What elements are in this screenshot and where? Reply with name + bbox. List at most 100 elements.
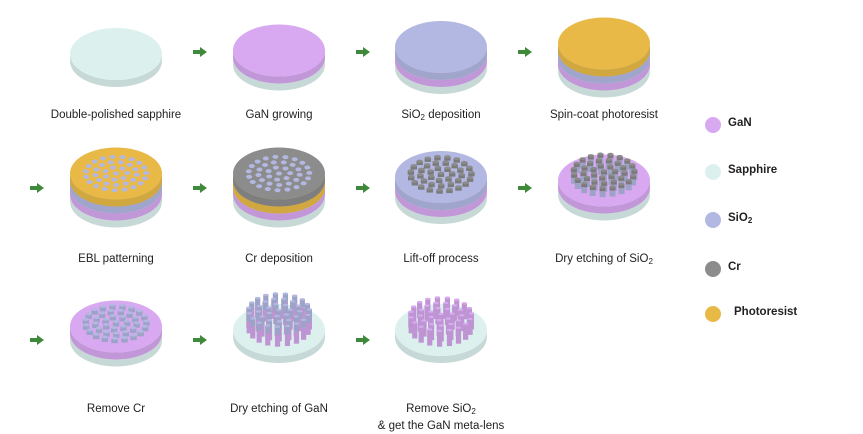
pillar-body	[272, 293, 279, 302]
pillar-cap	[259, 315, 265, 318]
pillar-body	[607, 165, 614, 170]
pillar-body	[265, 325, 271, 334]
pillar-body	[297, 311, 303, 320]
pillar-body	[427, 170, 434, 175]
pillar-body	[143, 320, 150, 326]
pillar-cap	[109, 303, 116, 307]
pillar-cap	[438, 324, 444, 327]
pillar-body	[591, 180, 598, 185]
pillar-cap	[281, 297, 287, 301]
pillar-cap	[589, 184, 596, 188]
arrow-icon	[356, 47, 370, 57]
pillar-cap	[103, 330, 110, 334]
legend-label-sapphire: Sapphire	[728, 164, 778, 176]
process-step-10	[233, 292, 325, 363]
pattern-hole	[132, 167, 139, 172]
pillar-body	[612, 170, 619, 175]
pillar-cap	[466, 165, 473, 169]
pillar-cap	[580, 170, 587, 174]
pillar-body	[624, 159, 631, 164]
pillar-cap	[83, 323, 90, 327]
legend-swatch-gan	[705, 117, 721, 133]
pattern-hole	[103, 181, 110, 186]
pillar-body	[455, 327, 462, 344]
pattern-hole	[299, 160, 306, 165]
pattern-hole	[276, 182, 283, 187]
pattern-hole	[264, 187, 271, 192]
pillar-cap	[458, 172, 465, 176]
pillar-cap	[433, 301, 439, 305]
pillar-body	[631, 169, 638, 174]
pillar-body	[283, 314, 290, 323]
legend-label-gan: GaN	[728, 117, 752, 129]
pillar-cap	[610, 179, 617, 182]
process-step-4	[558, 17, 650, 98]
pillar-cap	[599, 175, 606, 178]
pillar-body	[290, 301, 296, 310]
pillar-body	[581, 166, 588, 171]
pillar-body	[446, 189, 453, 194]
step-caption: GaN growing	[245, 109, 313, 121]
pillar-cap	[418, 184, 425, 188]
pillar-cap	[117, 308, 124, 312]
pillar-cap	[631, 168, 638, 172]
pillar-cap	[587, 154, 594, 157]
pillar-cap	[133, 321, 140, 325]
pillar-cap	[605, 158, 612, 161]
pillar-body	[605, 159, 612, 164]
pillar-cap	[102, 317, 109, 321]
layer-side	[395, 47, 487, 80]
pillar-cap	[443, 301, 449, 305]
pillar-body	[293, 323, 300, 332]
pillar-body	[85, 314, 92, 320]
pillar-body	[273, 304, 279, 313]
pillar-body	[621, 171, 628, 176]
arrow-icon	[518, 183, 532, 193]
pillar-body	[301, 327, 307, 340]
pillar-cap	[625, 178, 632, 182]
pillar-body	[292, 295, 298, 304]
pattern-hole	[274, 188, 281, 193]
pattern-hole	[274, 177, 281, 182]
pattern-hole	[113, 182, 120, 187]
pillar-body	[595, 159, 602, 164]
pattern-hole	[305, 176, 312, 181]
pillar-cap	[110, 326, 118, 330]
pillar-body	[301, 319, 307, 328]
pattern-hole	[259, 178, 266, 183]
pillar-body	[410, 165, 417, 170]
pillar-body	[126, 312, 133, 318]
pillar-cap	[436, 188, 443, 192]
pillar-cap	[428, 181, 435, 185]
pillar-body	[609, 190, 616, 197]
pillar-body	[276, 310, 282, 318]
pillar-body	[457, 168, 464, 173]
pillar-body	[271, 298, 277, 307]
pillar-body	[284, 334, 291, 347]
pattern-hole	[93, 167, 100, 172]
pillar-body	[453, 158, 460, 163]
pillar-body	[259, 316, 265, 325]
pillar-body	[580, 176, 587, 183]
pillar-cap	[423, 163, 431, 166]
pillar-cap	[612, 168, 619, 172]
pillar-body	[295, 305, 301, 314]
pillar-cap	[432, 160, 440, 164]
pillar-body	[625, 180, 632, 185]
pillar-body	[95, 328, 103, 334]
step-caption: Double-polished sapphire	[50, 109, 182, 121]
layer-side	[233, 57, 325, 91]
pillar-body	[436, 330, 443, 347]
pillar-body	[411, 181, 418, 186]
pattern-hole	[256, 184, 263, 189]
pattern-hole	[249, 179, 256, 184]
pattern-hole	[293, 185, 300, 190]
pillar-body	[91, 309, 98, 315]
layer-side	[558, 43, 650, 77]
pillar-body	[103, 331, 110, 337]
pillar-body	[417, 174, 424, 179]
pillar-cap	[461, 160, 468, 164]
pillar-cap	[249, 301, 255, 304]
pillar-cap	[468, 170, 475, 174]
pattern-hole	[130, 185, 137, 190]
